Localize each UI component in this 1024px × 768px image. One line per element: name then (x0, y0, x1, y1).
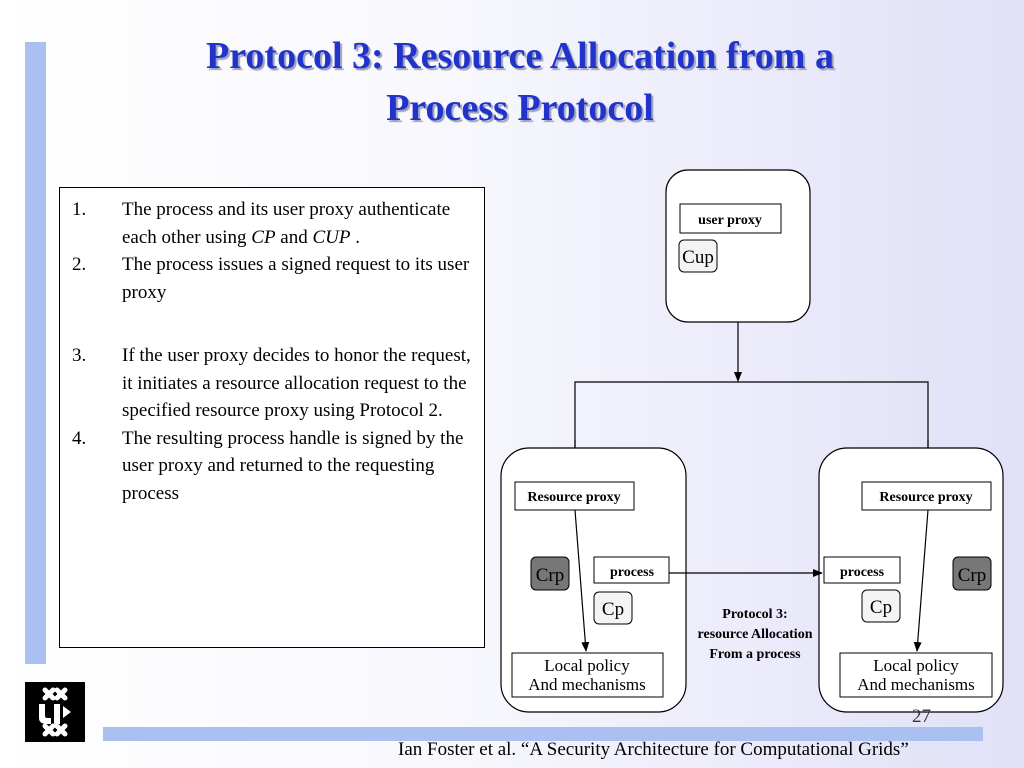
right-cp-label: Cp (870, 597, 892, 618)
step-text-part: The process and its user proxy authentic… (122, 199, 451, 248)
title-line-1: Protocol 3: Resource Allocation from a (206, 35, 834, 77)
diagram-caption: Protocol 3: resource Allocation From a p… (650, 605, 860, 665)
step-item: 1. The process and its user proxy authen… (72, 196, 472, 251)
step-item: 2. The process issues a signed request t… (72, 251, 472, 306)
step-text: If the user proxy decides to honor the r… (122, 345, 471, 421)
right-process-label: process (840, 565, 885, 580)
left-crp-label: Crp (536, 565, 565, 586)
step-emphasis: CUP (312, 226, 351, 248)
left-policy-arrow (574, 509, 590, 652)
step-text: The process and its user proxy authentic… (122, 196, 472, 251)
split-connector (574, 381, 929, 466)
left-process-label: process (610, 565, 655, 580)
university-logo (25, 682, 85, 742)
steps-box: 1. The process and its user proxy authen… (59, 187, 485, 648)
caption-line-3: From a process (709, 647, 801, 662)
right-local-policy-box (839, 652, 993, 698)
left-local-policy-line2: And mechanisms (528, 675, 646, 694)
left-cp-label: Cp (602, 599, 624, 620)
slide-title: Protocol 3: Resource Allocation from a P… (100, 30, 940, 134)
page-number: 27 (912, 706, 931, 727)
step-item: 4. The resulting process handle is signe… (72, 425, 472, 508)
user-proxy-label: user proxy (698, 213, 762, 228)
step-item: 3. If the user proxy decides to honor th… (72, 342, 472, 425)
right-resource-proxy-box (861, 481, 992, 511)
title-line-2: Process Protocol (386, 87, 654, 129)
citation-credit: Ian Foster et al. “A Security Architectu… (398, 739, 909, 760)
right-site-node (818, 447, 1004, 713)
step-text: The resulting process handle is signed b… (122, 427, 464, 504)
steps-list: 1. The process and its user proxy authen… (60, 188, 484, 507)
step-number: 2. (72, 254, 87, 275)
right-cp-box (861, 589, 901, 623)
right-policy-arrow (913, 509, 929, 652)
step-text-part: and (275, 226, 313, 248)
right-local-policy-line1: Local policy (873, 656, 959, 675)
left-local-policy-line1: Local policy (544, 656, 630, 675)
cup-credential-box (678, 239, 718, 273)
step-number: 1. (72, 199, 87, 220)
right-process-box (823, 556, 901, 584)
step-number: 3. (72, 345, 87, 366)
right-crp-box (952, 556, 992, 591)
step-text: The process issues a signed request to i… (122, 254, 470, 303)
left-resource-proxy-box (514, 481, 635, 511)
left-crp-box (530, 556, 570, 591)
left-accent-bar (25, 42, 46, 664)
caption-line-2: resource Allocation (697, 627, 813, 642)
left-local-policy-box (511, 652, 664, 698)
right-crp-label: Crp (958, 565, 987, 586)
left-resource-proxy-label: Resource proxy (527, 490, 620, 505)
logo-emblem-icon (39, 687, 71, 737)
left-process-box (593, 556, 670, 584)
step-emphasis: CP (251, 226, 276, 248)
step-number: 4. (72, 427, 87, 449)
right-resource-proxy-label: Resource proxy (879, 490, 972, 505)
caption-line-1: Protocol 3: (722, 607, 788, 622)
bottom-accent-bar (103, 727, 983, 741)
right-local-policy-line2: And mechanisms (857, 675, 975, 694)
user-proxy-box (679, 203, 782, 234)
left-cp-box (593, 591, 633, 625)
step-text-part: . (350, 226, 360, 248)
cup-label: Cup (682, 247, 714, 268)
